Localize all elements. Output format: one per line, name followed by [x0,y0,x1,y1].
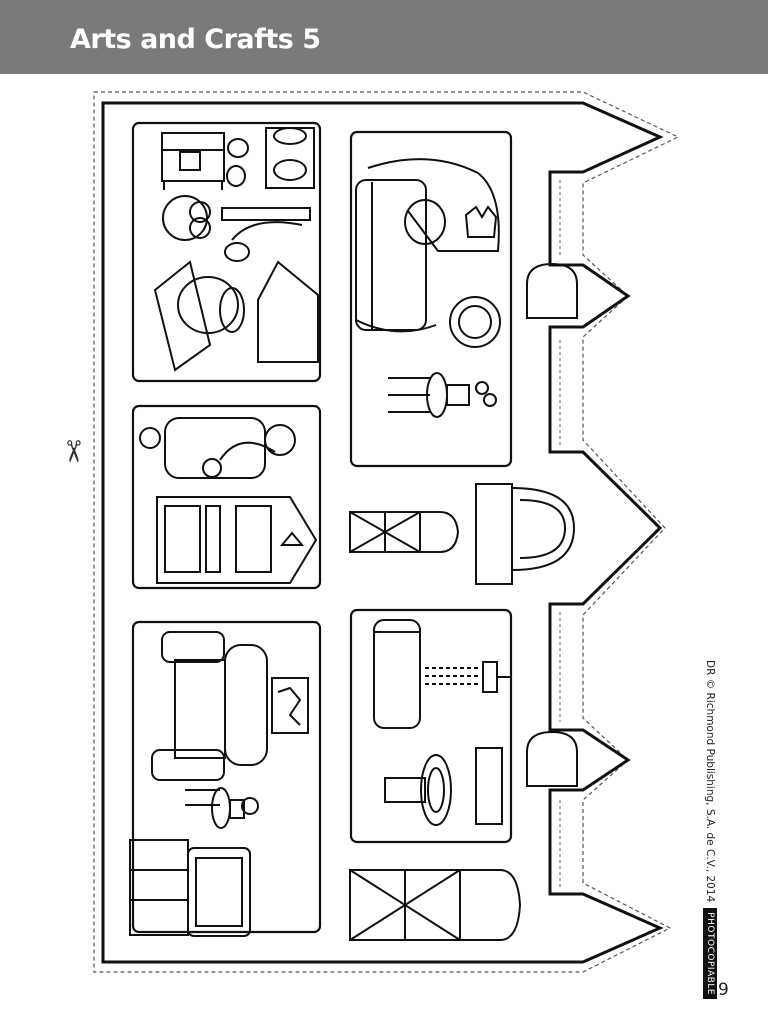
room-bathroom [349,608,513,844]
cut-line [93,91,680,973]
flower-vase-icon [185,787,259,829]
cabinet-icon [161,132,225,190]
mirror-icon [449,296,501,348]
room-living-room [129,620,322,937]
wardrobe-icon [156,496,318,584]
castle-outline [101,101,664,964]
balcony-arch [475,483,576,585]
header-bar: Arts and Crafts 5 [0,0,768,74]
window-top-arch [526,262,578,319]
picture-frame-icon [271,677,309,734]
window-lattice-bottom [349,869,522,941]
cake-icon [162,195,211,241]
room-bedroom [349,130,513,468]
page-title: Arts and Crafts 5 [70,24,321,55]
copyright-notice: DR © Richmond Publishing, S.A. de C.V., … [698,660,722,1000]
sofa-icon [151,631,268,781]
page-number: 9 [718,980,729,1000]
stove-icon [257,260,319,363]
room-dressing-room [131,404,322,590]
room-kitchen [131,121,322,383]
bathtub-icon [373,619,421,729]
sink-icon [384,754,452,826]
scissors-icon: ✂ [55,438,91,465]
cauldron-icon [153,260,245,372]
treasure-chest-icon [187,847,251,937]
ladle-icon [221,207,311,262]
side-table-icon [388,372,497,418]
robe-icon [139,417,296,479]
shower-head-icon [482,661,510,693]
photocopiable-badge: PHOTOCOPIABLE [703,908,717,1000]
pot-icon [226,138,249,187]
towel-icon [475,747,503,825]
copyright-text: DR © Richmond Publishing, S.A. de C.V., … [704,660,716,903]
pillow-icon [404,199,498,245]
window-bottom-arch [526,730,578,787]
shower-icon [425,667,478,685]
cupcakes-icon [265,127,315,189]
bed-icon [355,158,500,333]
window-lattice-middle [349,511,460,553]
